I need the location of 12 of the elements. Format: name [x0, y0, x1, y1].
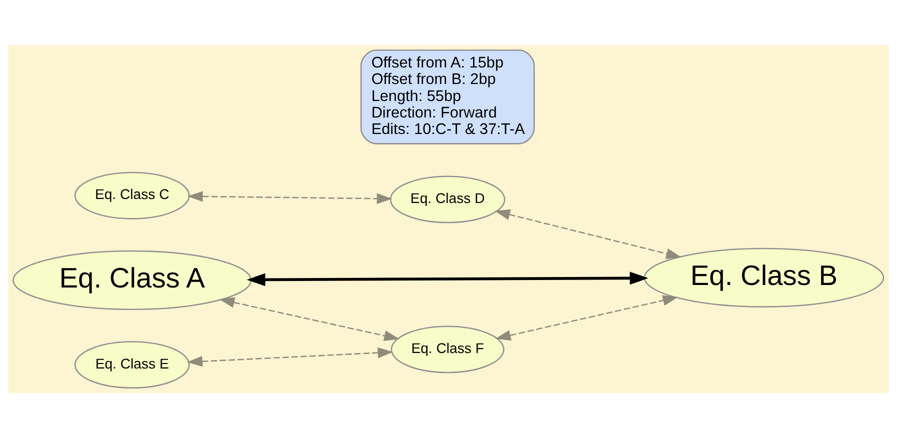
arrow — [495, 294, 678, 340]
arrow — [187, 346, 394, 366]
node-ellipse: Eq. Class F — [390, 325, 504, 373]
node-ellipse: Eq. Class C — [74, 171, 190, 219]
arrow — [246, 271, 648, 286]
arrow — [187, 190, 392, 204]
arrow — [219, 296, 400, 341]
node-ellipse: Eq. Class D — [390, 175, 506, 223]
arrow — [494, 208, 682, 258]
node-ellipse: Eq. Class A — [12, 250, 252, 310]
node-ellipse: Eq. Class E — [74, 340, 190, 388]
node-box: Offset from A: 15bp Offset from B: 2bp Length: 55bp Direction: Forward Edits: 10:C-T & 37:T-A — [360, 48, 535, 144]
